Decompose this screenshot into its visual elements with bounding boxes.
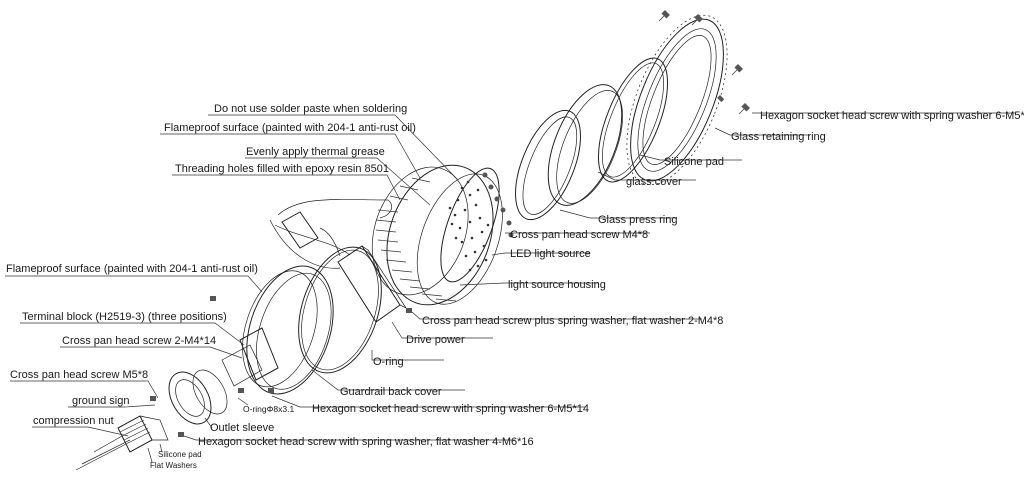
label-light-source-housing: light source housing xyxy=(508,279,606,291)
compression-nut-part xyxy=(75,415,169,471)
label-cross-pan-m4x14: Cross pan head screw 2-M4*14 xyxy=(62,335,216,347)
label-silicone-pad-small: Silicone pad xyxy=(158,450,202,459)
label-cross-pan-m5x8: Cross pan head screw M5*8 xyxy=(10,369,148,381)
label-glass-cover: glass cover xyxy=(626,176,682,188)
label-hex-screw-back-cover: Hexagon socket head screw with spring wa… xyxy=(312,403,589,415)
label-flameproof-left: Flameproof surface (painted with 204-1 a… xyxy=(6,263,258,275)
label-compression-nut: compression nut xyxy=(33,415,114,427)
label-thermal-grease: Evenly apply thermal grease xyxy=(246,146,385,158)
led-light-source-part xyxy=(440,167,500,283)
label-led-light-source: LED light source xyxy=(510,248,591,260)
leader-lines xyxy=(5,112,1016,463)
light-source-housing-part xyxy=(371,164,503,306)
guardrail-back-cover-part xyxy=(242,265,334,395)
label-no-solder-paste: Do not use solder paste when soldering xyxy=(214,103,407,115)
glass-retaining-ring-part xyxy=(626,14,728,186)
glass-cover-part xyxy=(547,84,623,206)
label-guardrail-back-cover: Guardrail back cover xyxy=(340,386,442,398)
label-hex-screw-flat-m6: Hexagon socket head screw with spring wa… xyxy=(198,436,534,448)
screws xyxy=(150,10,750,437)
label-flat-washers: Flat Washers xyxy=(150,461,197,470)
label-ground-sign: ground sign xyxy=(72,395,130,407)
silicone-pad-part xyxy=(597,57,669,183)
label-terminal-block: Terminal block (H2519-3) (three position… xyxy=(22,311,227,323)
o-ring-part xyxy=(298,246,382,374)
label-drive-power: Drive power xyxy=(406,334,465,346)
glass-press-ring-part xyxy=(515,109,581,221)
label-flameproof-top: Flameproof surface (painted with 204-1 a… xyxy=(164,122,416,134)
label-o-ring: O-ring xyxy=(373,356,404,368)
label-outlet-sleeve: Outlet sleeve xyxy=(210,422,274,434)
label-cross-pan-m4x8: Cross pan head screw M4*8 xyxy=(510,229,648,241)
label-silicone-pad: Silicone pad xyxy=(664,156,724,168)
drive-power-part xyxy=(269,199,408,323)
rear-housing-part xyxy=(168,327,279,425)
label-cross-pan-spring-flat: Cross pan head screw plus spring washer,… xyxy=(422,315,723,327)
label-glass-press-ring: Glass press ring xyxy=(598,214,677,226)
label-threading-holes: Threading holes filled with epoxy resin … xyxy=(175,163,389,175)
label-glass-retaining-ring: Glass retaining ring xyxy=(731,131,826,143)
led-dots xyxy=(448,180,490,272)
label-hex-screw-glass-ring: Hexagon socket head screw with spring wa… xyxy=(760,110,1024,122)
label-o-ring-small: O-ringΦ8x3.1 xyxy=(243,404,294,414)
